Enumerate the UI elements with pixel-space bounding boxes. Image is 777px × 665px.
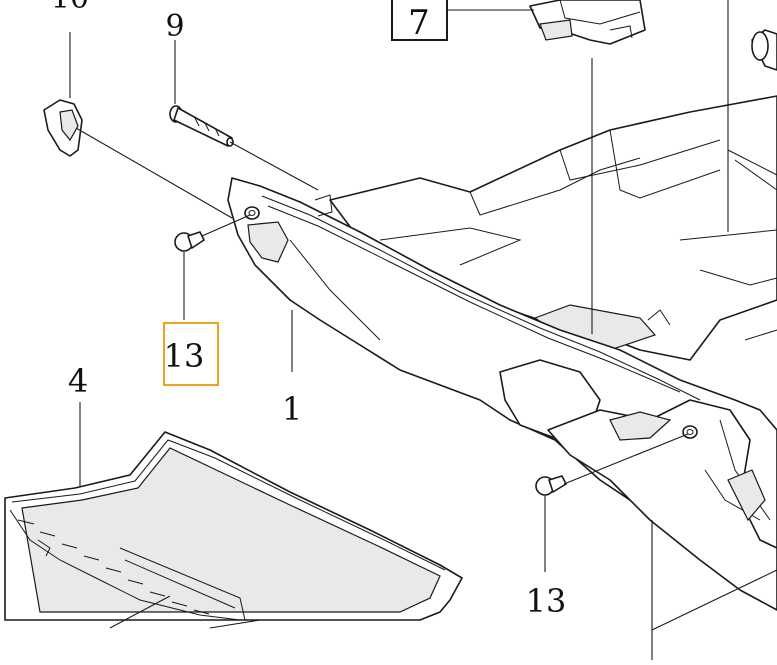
part-10-clip [43,99,83,157]
part-4-storage-tray [4,431,463,621]
callout-10: 10 [51,0,89,16]
part-1-glovebox-panel [227,177,777,611]
callout-4: 4 [68,362,88,400]
svg-text:13: 13 [526,582,567,620]
svg-text:10: 10 [51,0,89,16]
callout-9: 9 [165,9,184,44]
part-7-switch-unit [529,0,646,45]
svg-text:9: 9 [165,9,184,44]
part-9-bolt [169,105,234,147]
right-edge-knob [751,29,777,71]
dashboard-frame [329,95,777,361]
callout-13-highlighted[interactable]: 13 [163,322,219,386]
svg-text:13: 13 [164,337,205,375]
part-13-clip-lower [535,475,567,496]
svg-text:4: 4 [68,362,88,400]
callout-13-lower: 13 [526,582,567,620]
callout-1: 1 [282,390,302,428]
svg-text:7: 7 [408,3,430,43]
leader-lines [69,0,777,660]
callout-7-box: 7 [391,0,448,43]
part-13-clip-upper [174,231,205,252]
svg-text:1: 1 [282,390,302,428]
